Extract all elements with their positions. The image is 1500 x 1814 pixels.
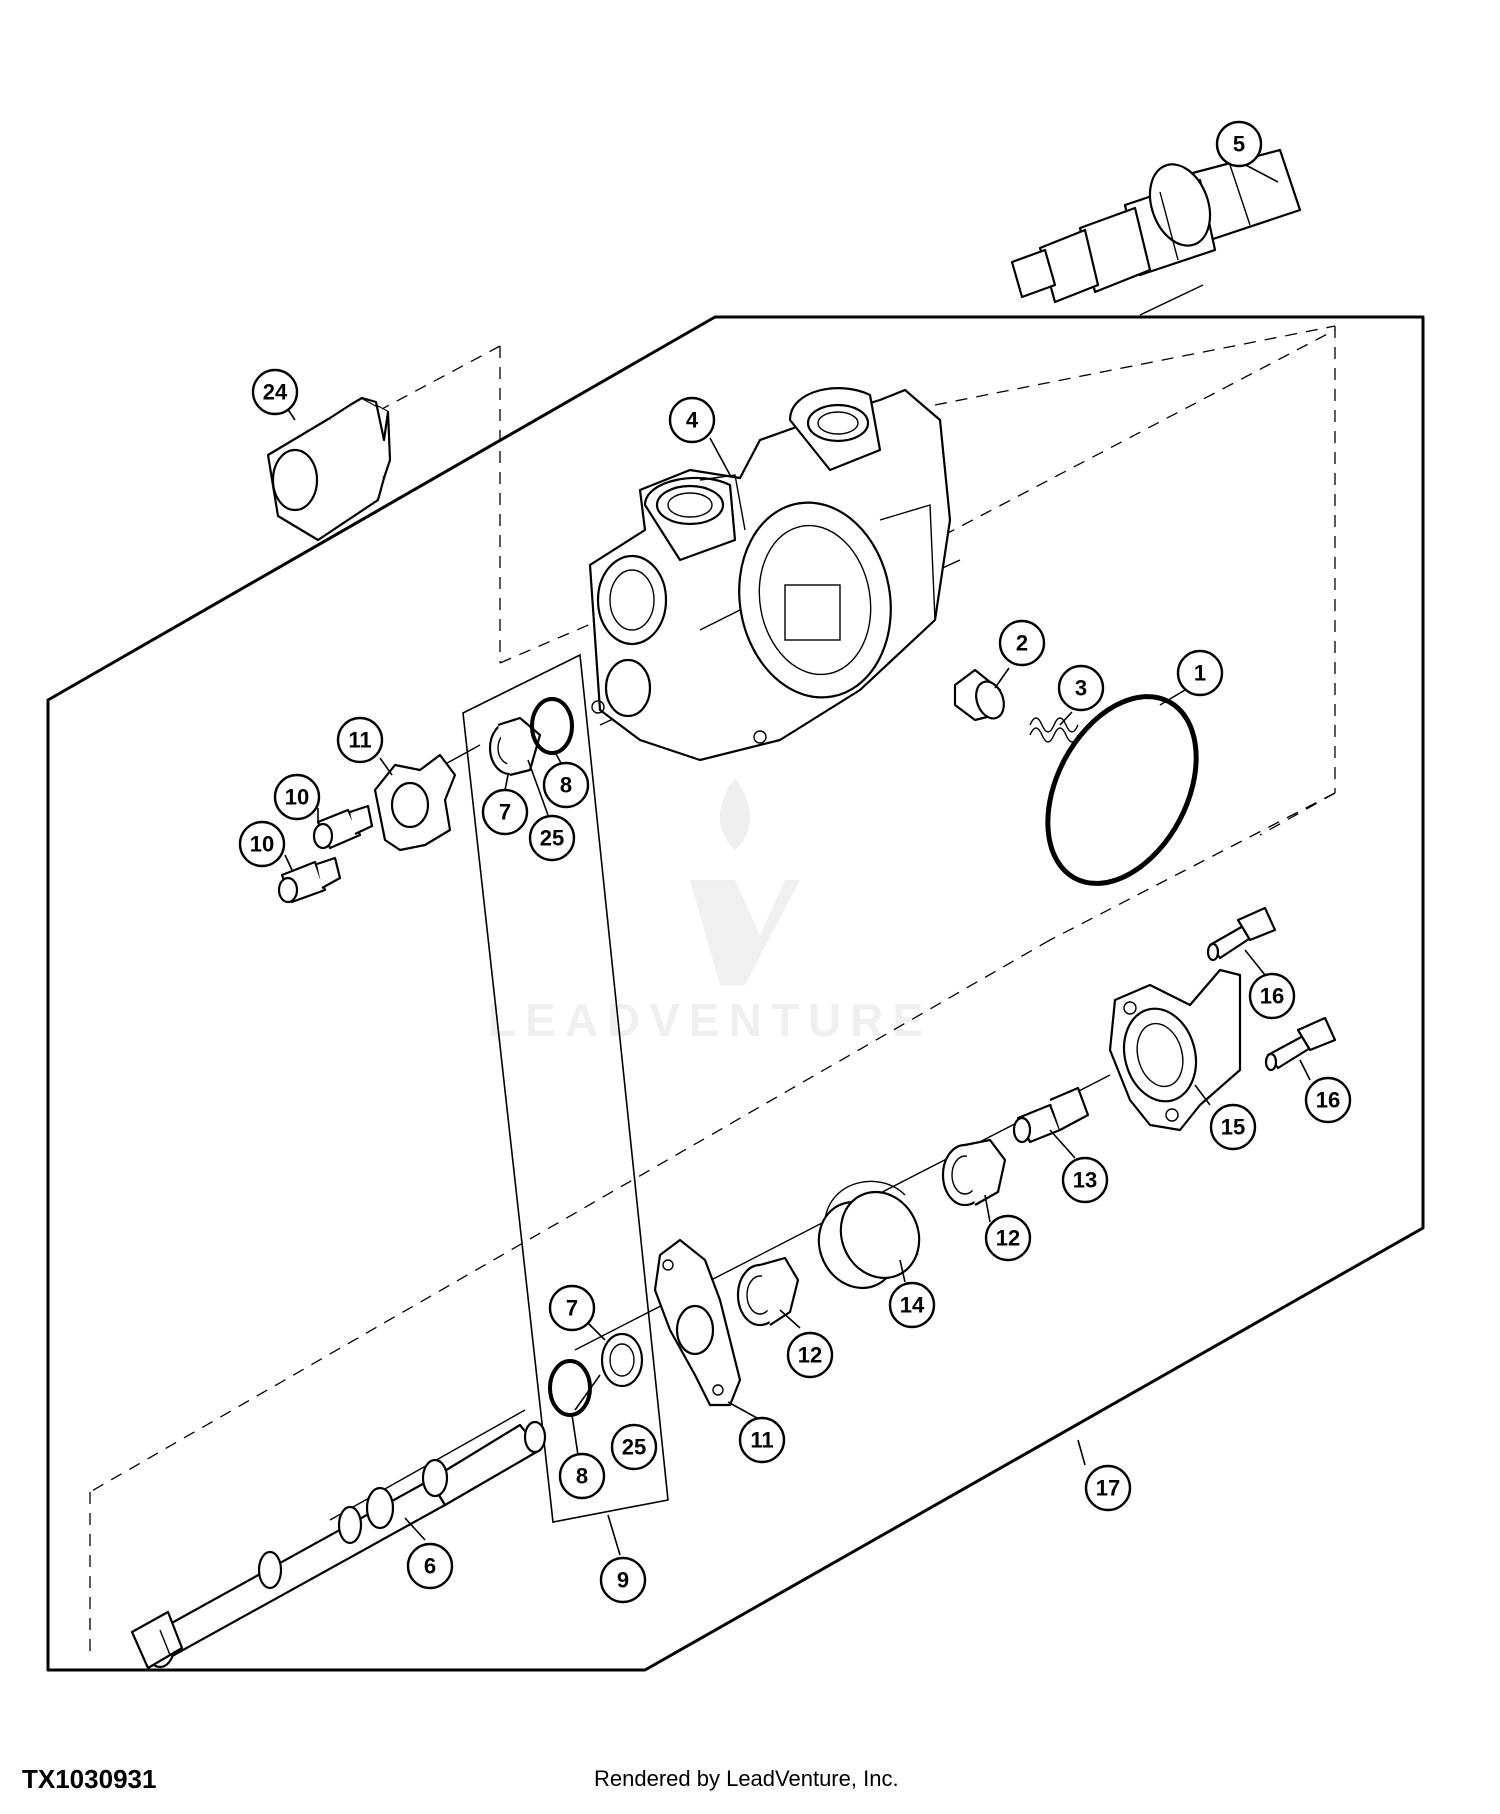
callout-7-bottom: 7 [548, 1284, 596, 1332]
svg-text:3: 3 [1075, 676, 1087, 701]
svg-text:9: 9 [617, 1568, 629, 1593]
callout-25-top: 25 [528, 814, 576, 862]
callout-24: 24 [251, 368, 299, 416]
svg-text:25: 25 [540, 826, 564, 851]
large-o-ring [1045, 694, 1199, 886]
callout-8-top: 8 [542, 761, 590, 809]
cap-screws-16 [1206, 906, 1337, 1072]
svg-text:8: 8 [560, 773, 572, 798]
valve-section-kit-frame [46, 315, 1425, 1672]
svg-text:17: 17 [1096, 1476, 1120, 1501]
figure-id: TX1030931 [22, 1764, 157, 1794]
callout-12-left: 12 [786, 1331, 834, 1379]
svg-text:8: 8 [576, 1464, 588, 1489]
render-credit: Rendered by LeadVenture, Inc. [594, 1766, 899, 1791]
spring-cap-housing [1108, 968, 1242, 1132]
callout-11-bottom: 11 [738, 1416, 786, 1464]
spring-seat-left [736, 1256, 800, 1327]
centering-spring [817, 1180, 921, 1290]
callout-16-top: 16 [1248, 972, 1296, 1020]
valve-spool [130, 1420, 547, 1670]
svg-text:7: 7 [499, 800, 511, 825]
port-plug [266, 396, 392, 542]
dashed-assembly-box [89, 325, 1336, 1652]
callout-3: 3 [1057, 664, 1105, 712]
callout-4: 4 [668, 396, 716, 444]
callout-2: 2 [998, 619, 1046, 667]
valve-section-housing [588, 387, 952, 762]
svg-text:14: 14 [900, 1293, 925, 1318]
svg-text:10: 10 [285, 785, 309, 810]
svg-text:12: 12 [798, 1343, 822, 1368]
svg-text:5: 5 [1233, 132, 1245, 157]
callout-1: 1 [1176, 649, 1224, 697]
svg-text:1: 1 [1194, 661, 1206, 686]
spring-seat-right [941, 1138, 1007, 1207]
svg-text:13: 13 [1073, 1168, 1097, 1193]
seal-kit-bracket [462, 653, 669, 1523]
callout-6: 6 [406, 1542, 454, 1590]
flange-plate-top [373, 753, 457, 852]
callout-15: 15 [1209, 1103, 1257, 1151]
svg-text:15: 15 [1221, 1115, 1245, 1140]
callout-12-right: 12 [984, 1214, 1032, 1262]
callout-14: 14 [888, 1281, 936, 1329]
callout-13: 13 [1061, 1156, 1109, 1204]
callout-25-bottom: 25 [610, 1423, 658, 1471]
leader-lines [284, 161, 1311, 1556]
callout-8-bottom: 8 [558, 1452, 606, 1500]
svg-text:6: 6 [424, 1554, 436, 1579]
watermark-text: LEADVENTURE [488, 994, 933, 1046]
svg-text:16: 16 [1316, 1088, 1340, 1113]
callout-16-bottom: 16 [1304, 1076, 1352, 1124]
svg-text:4: 4 [686, 408, 699, 433]
svg-text:10: 10 [250, 832, 274, 857]
svg-text:25: 25 [622, 1435, 646, 1460]
relief-valve-cartridge [1010, 148, 1302, 304]
svg-text:7: 7 [566, 1296, 578, 1321]
callout-7-top: 7 [481, 788, 529, 836]
cap-screws-10 [277, 804, 374, 904]
watermark-logo [690, 778, 800, 985]
seal-set-top [488, 697, 574, 777]
check-valve-poppet [953, 668, 1005, 722]
svg-text:16: 16 [1260, 984, 1284, 1009]
check-valve-spring [1029, 717, 1079, 743]
spring-bolt [1012, 1086, 1090, 1144]
callout-17: 17 [1084, 1464, 1132, 1512]
svg-text:24: 24 [263, 380, 288, 405]
svg-text:11: 11 [750, 1428, 773, 1453]
svg-text:11: 11 [348, 728, 371, 753]
callout-10-top: 10 [273, 773, 321, 821]
svg-text:12: 12 [996, 1226, 1020, 1251]
seal-set-bottom [548, 1332, 644, 1417]
callout-5: 5 [1215, 120, 1263, 168]
flange-plate-bottom [653, 1238, 742, 1407]
callout-9: 9 [599, 1556, 647, 1604]
svg-text:2: 2 [1016, 631, 1028, 656]
callout-11-top: 11 [336, 716, 384, 764]
callout-10-bottom: 10 [238, 820, 286, 868]
